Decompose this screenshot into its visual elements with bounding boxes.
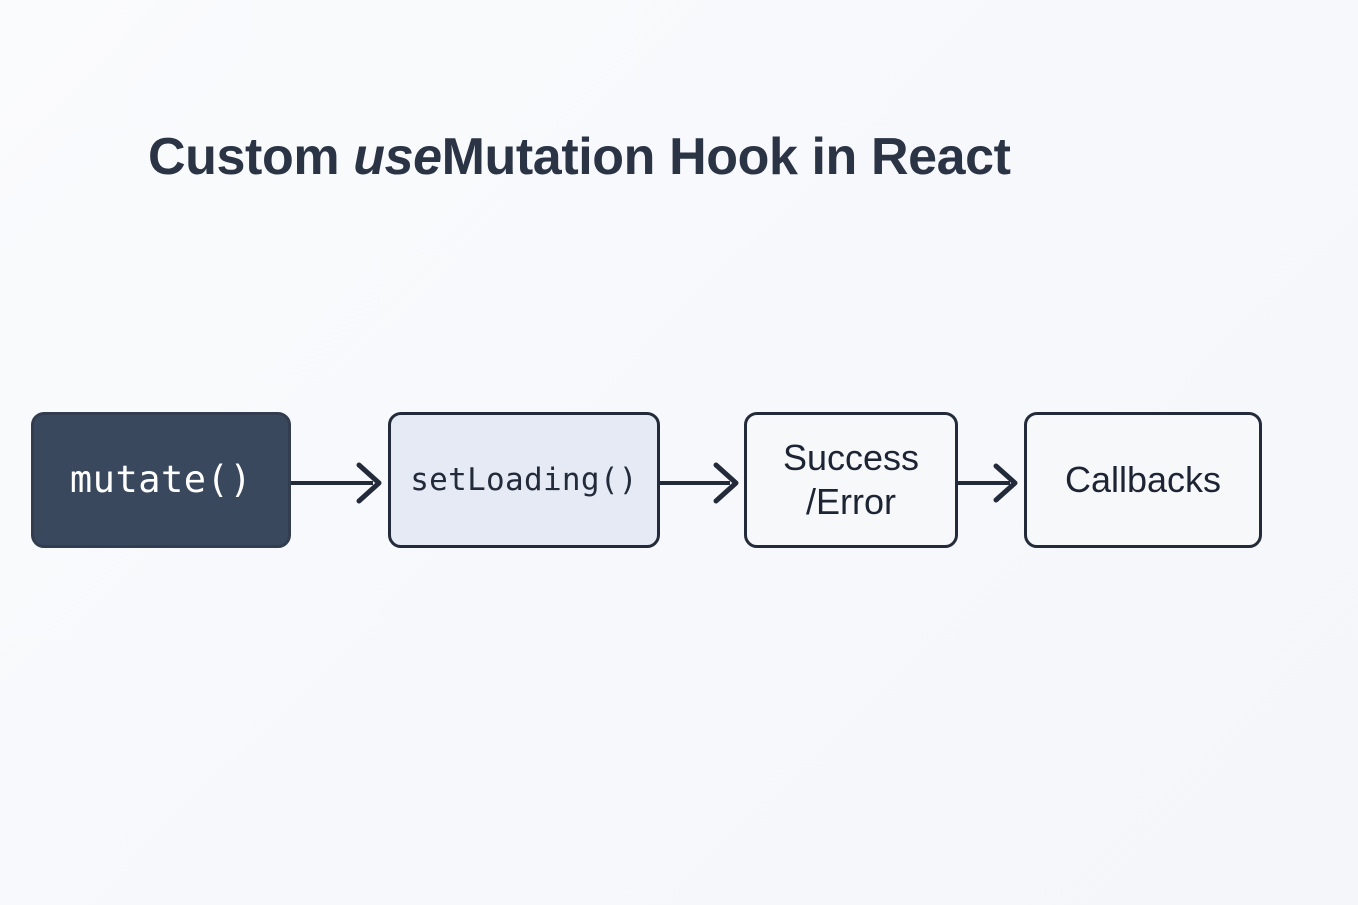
page-title: Custom useMutation Hook in React <box>148 128 1011 188</box>
flow-node-setloading[interactable]: setLoading() <box>388 412 660 548</box>
flow-node-result[interactable]: Success /Error <box>744 412 958 548</box>
flow-node-result-label: Success /Error <box>782 437 920 522</box>
flow-arrow-mutate-to-setloading <box>291 462 390 504</box>
title-suffix: Mutation Hook in React <box>441 128 1011 186</box>
arrow-right-icon <box>660 462 739 504</box>
flow-arrow-setloading-to-result <box>660 462 746 504</box>
flow-node-callbacks[interactable]: Callbacks <box>1024 412 1262 548</box>
flow-node-mutate[interactable]: mutate() <box>31 412 291 548</box>
title-prefix: Custom <box>148 128 354 186</box>
arrow-right-icon <box>958 463 1018 503</box>
flow-node-setloading-label: setLoading() <box>410 461 638 498</box>
flow-node-mutate-label: mutate() <box>69 458 253 502</box>
flow-arrow-result-to-callbacks <box>958 462 1026 504</box>
arrow-right-icon <box>291 462 382 504</box>
flow-node-callbacks-label: Callbacks <box>1064 458 1222 500</box>
title-emphasis: use <box>353 128 442 186</box>
